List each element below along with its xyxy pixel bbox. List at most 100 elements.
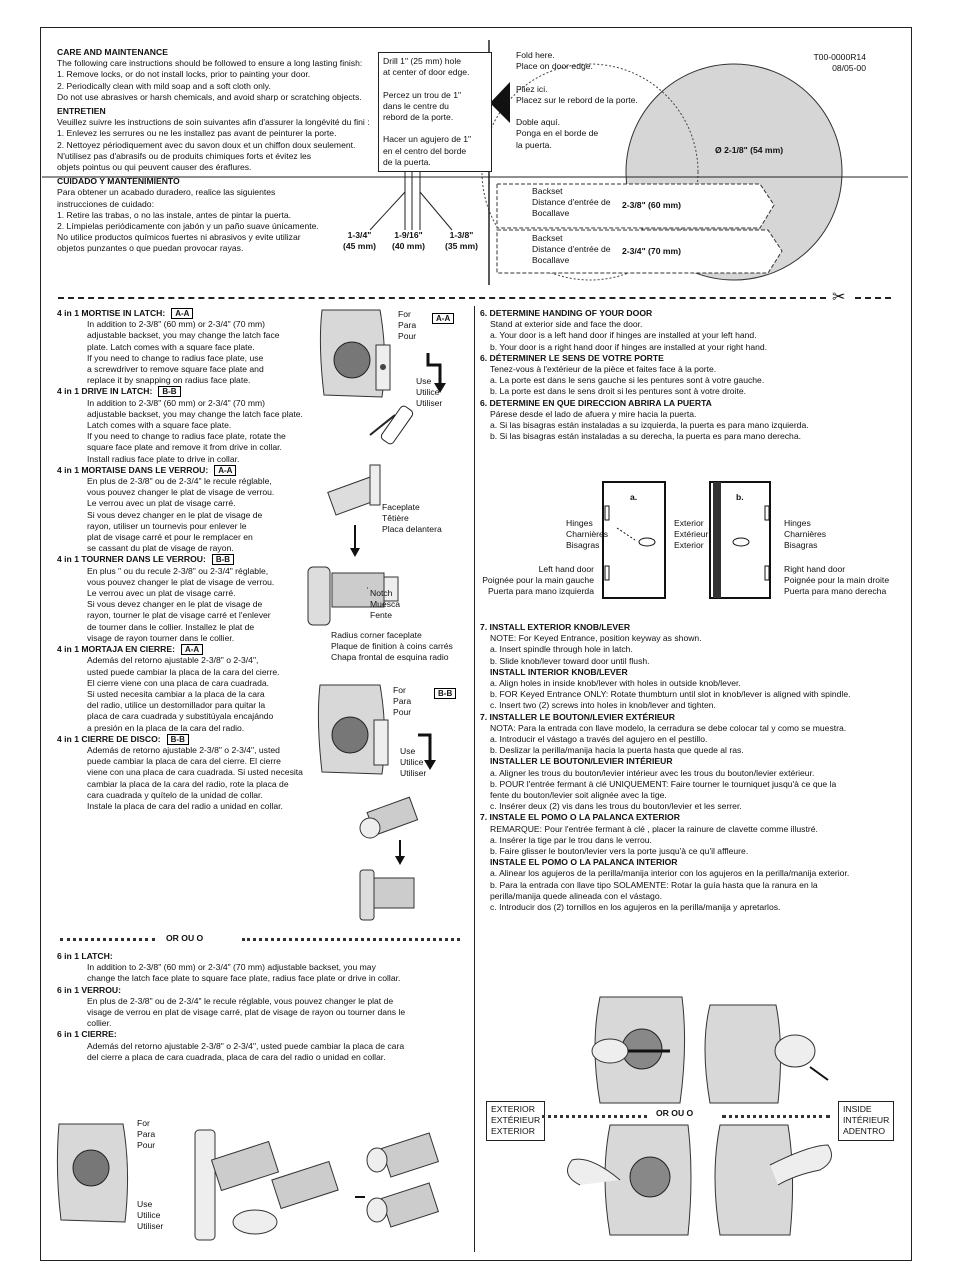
sec7-title: 6 in 1 LATCH: [57, 951, 113, 961]
backset-70-label: Backset Distance d'entrée de Bocallave [532, 233, 611, 266]
s6es-line: b. Si las bisagras están instaladas a su… [490, 431, 801, 442]
sec4-line: Le verrou avec un plat de visage carré. [87, 588, 236, 599]
drill-lines-line [383, 123, 487, 134]
s6-line: b. Your door is a right hand door if hin… [490, 341, 768, 352]
s7fr-line: NOTA: Para la entrada con llave modelo, … [490, 722, 847, 733]
or-divider-right-r [722, 1115, 830, 1118]
six-in-one-figure [56, 1123, 440, 1241]
thick-diag-2 [419, 191, 453, 231]
drill-lines-line: Percez un trou de 1" [383, 89, 462, 100]
sec4-title: 4 in 1 TOURNER DANS LE VERROU:B-B [57, 554, 332, 566]
care-es-line: 1. Retire las trabas, o no las instale, … [57, 209, 292, 220]
sec3-line: En plus de 2-3/8" ou de 2-3/4" le recule… [87, 476, 272, 487]
s6fr-title: 6. DÉTERMINER LE SENS DE VOTRE PORTE [480, 352, 664, 363]
backset-60-shape [496, 183, 775, 229]
doc-date: 08/05-00 [832, 63, 866, 74]
cut-line-end [855, 297, 891, 299]
sec5-line: Además del retorno ajustable 2-3/8" o 2-… [87, 655, 259, 666]
thickness-2: 1-9/16" (40 mm) [392, 230, 425, 252]
care-fr-line: N'utilisez pas d'abrasifs ou de produits… [57, 150, 312, 161]
sec1-line: In addition to 2-3/8" (60 mm) or 2-3/4" … [87, 319, 266, 330]
knob-lever-figure [567, 996, 833, 1236]
sec5-line: placa de cara cuadrada y substitúyala en… [87, 711, 274, 722]
sec1-line: adjustable backset, you may change the l… [87, 330, 280, 341]
sec3-line: rayon, utiliser un tournevis pour enleve… [87, 520, 247, 531]
fold-lines-line: Doble aquí. [516, 117, 560, 128]
sec6-line: puede cambiar la placa de cara del cierr… [87, 756, 281, 767]
backset-70-value: 2-3/4" (70 mm) [622, 246, 682, 256]
drive-in-figures [317, 684, 436, 921]
care-fr-line: 2. Nettoyez périodiquement avec du savon… [57, 139, 356, 150]
sec3-line: vous pouvez changer le plat de visage de… [87, 487, 275, 498]
door-a-label: a. [630, 492, 638, 502]
fold-arrow [490, 82, 510, 123]
sec2-line: In addition to 2-3/8" (60 mm) or 2-3/4" … [87, 397, 266, 408]
sec4-line: de tourner dans le collier. Installez le… [87, 621, 255, 632]
column-divider [474, 306, 475, 1252]
care-en-line: 2. Periodically clean with mild soap and… [57, 80, 271, 91]
s7b-title: INSTALL INTERIOR KNOB/LEVER [490, 666, 628, 677]
sec8-line: En plus de 2-3/8" ou de 2-3/4" le recule… [87, 995, 394, 1006]
drill-lines-line: rebord de la porte. [383, 112, 454, 122]
s7esb-line: perilla/manija quede alineada con el vás… [490, 890, 662, 901]
sec7-line: change the latch face plate to square fa… [87, 973, 401, 984]
s7-title: 7. INSTALL EXTERIOR KNOB/LEVER [480, 622, 631, 632]
sec1-line: replace it by snapping on radius face pl… [87, 375, 251, 386]
care-en-body: The following care instructions should b… [57, 58, 370, 103]
fold-lines-line: Place on door edge. [516, 61, 593, 72]
fold-lines-line [516, 106, 638, 117]
fold-circle [481, 63, 699, 281]
care-fr-line: Veuillez suivre les instructions de soin… [57, 117, 370, 128]
sec1-line: If you need to change to radius face pla… [87, 352, 264, 363]
backset-60-value: 2-3/8" (60 mm) [622, 200, 682, 210]
s7frb-line: b. POUR l'entrée fermant à clé UNIQUEMEN… [490, 778, 837, 789]
care-es-line: objetos punzantes o que puedan provocar … [57, 243, 244, 254]
s6es-title: 6. DETERMINE EN QUE DIRECCION ABRIRA LA … [480, 397, 712, 408]
care-es-line: Para obtener un acabado duradero, realic… [57, 187, 276, 198]
doc-number: T00-0000R14 [813, 52, 866, 62]
left-column: 4 in 1 MORTISE IN LATCH:A-A In addition … [57, 308, 332, 812]
s7es-line: a. Insérer la tige par le trou dans le v… [490, 834, 652, 845]
sec4-line: En plus " ou du recule 2-3/8" ou 2-3/4" … [87, 565, 269, 576]
drill-lines-line: en el centro del borde [383, 145, 467, 156]
sec8-line: collier. [87, 1018, 112, 1029]
fold-lines-line [516, 72, 638, 83]
sec9-line: del cierre a placa de cara cuadrada, pla… [87, 1051, 386, 1062]
sec1-title: 4 in 1 MORTISE IN LATCH:A-A [57, 308, 332, 319]
s7b-line: a. Align holes in inside knob/lever with… [490, 678, 741, 689]
sec1-line: plate. Latch comes with a square face pl… [87, 341, 255, 352]
page-frame [40, 27, 912, 1261]
fold-lines-line: Fold here. [516, 50, 555, 60]
fold-lines-line: Ponga en el borde de [516, 128, 599, 139]
six-in-one: 6 in 1 LATCH: In addition to 2-3/8" (60 … [57, 951, 467, 1063]
s6es-line: Párese desde el lado de afuera y mire ha… [490, 408, 697, 419]
sec7-line: In addition to 2-3/8" (60 mm) or 2-3/4" … [87, 962, 376, 973]
care-es-title: CUIDADO Y MANTENIMIENTO [57, 176, 180, 187]
s6fr-line: b. La porte est dans le sens droit si le… [490, 386, 747, 397]
sec1-line: a screwdriver to remove square face plat… [87, 364, 264, 375]
sec5-line: del radio, utilice un destornillador par… [87, 700, 266, 711]
s6-line: Stand at exterior side and face the door… [490, 319, 643, 330]
or-label-left: OR OU O [166, 933, 204, 943]
s7es-line: b. Faire glisser le bouton/levier vers l… [490, 846, 749, 857]
diameter-label: Ø 2-1/8" (54 mm) [715, 145, 784, 155]
care-es-line: instrucciones de cuidado: [57, 198, 154, 209]
sec5-line: El cierre viene con una placa de cara cu… [87, 677, 270, 688]
sec4-line: vous pouvez changer le plat de visage de… [87, 576, 275, 587]
drill-lines-line [383, 78, 487, 89]
care-en-title: CARE AND MAINTENANCE [57, 47, 168, 57]
sec6-line: Instale la placa de cara del radio a uni… [87, 800, 283, 811]
sec3-line: Si vous devez changer en le plat de visa… [87, 509, 263, 520]
s6fr-line: Tenez-vous à l'extérieur de la pièce et … [490, 364, 717, 375]
backset-60-label: Backset Distance d'entrée de Bocallave [532, 186, 611, 219]
s7es-title: 7. INSTALE EL POMO O LA PALANCA EXTERIOR [480, 812, 680, 823]
drill-lines-line: de la puerta. [383, 156, 431, 167]
fig-aa-tag: A-A [432, 313, 455, 324]
